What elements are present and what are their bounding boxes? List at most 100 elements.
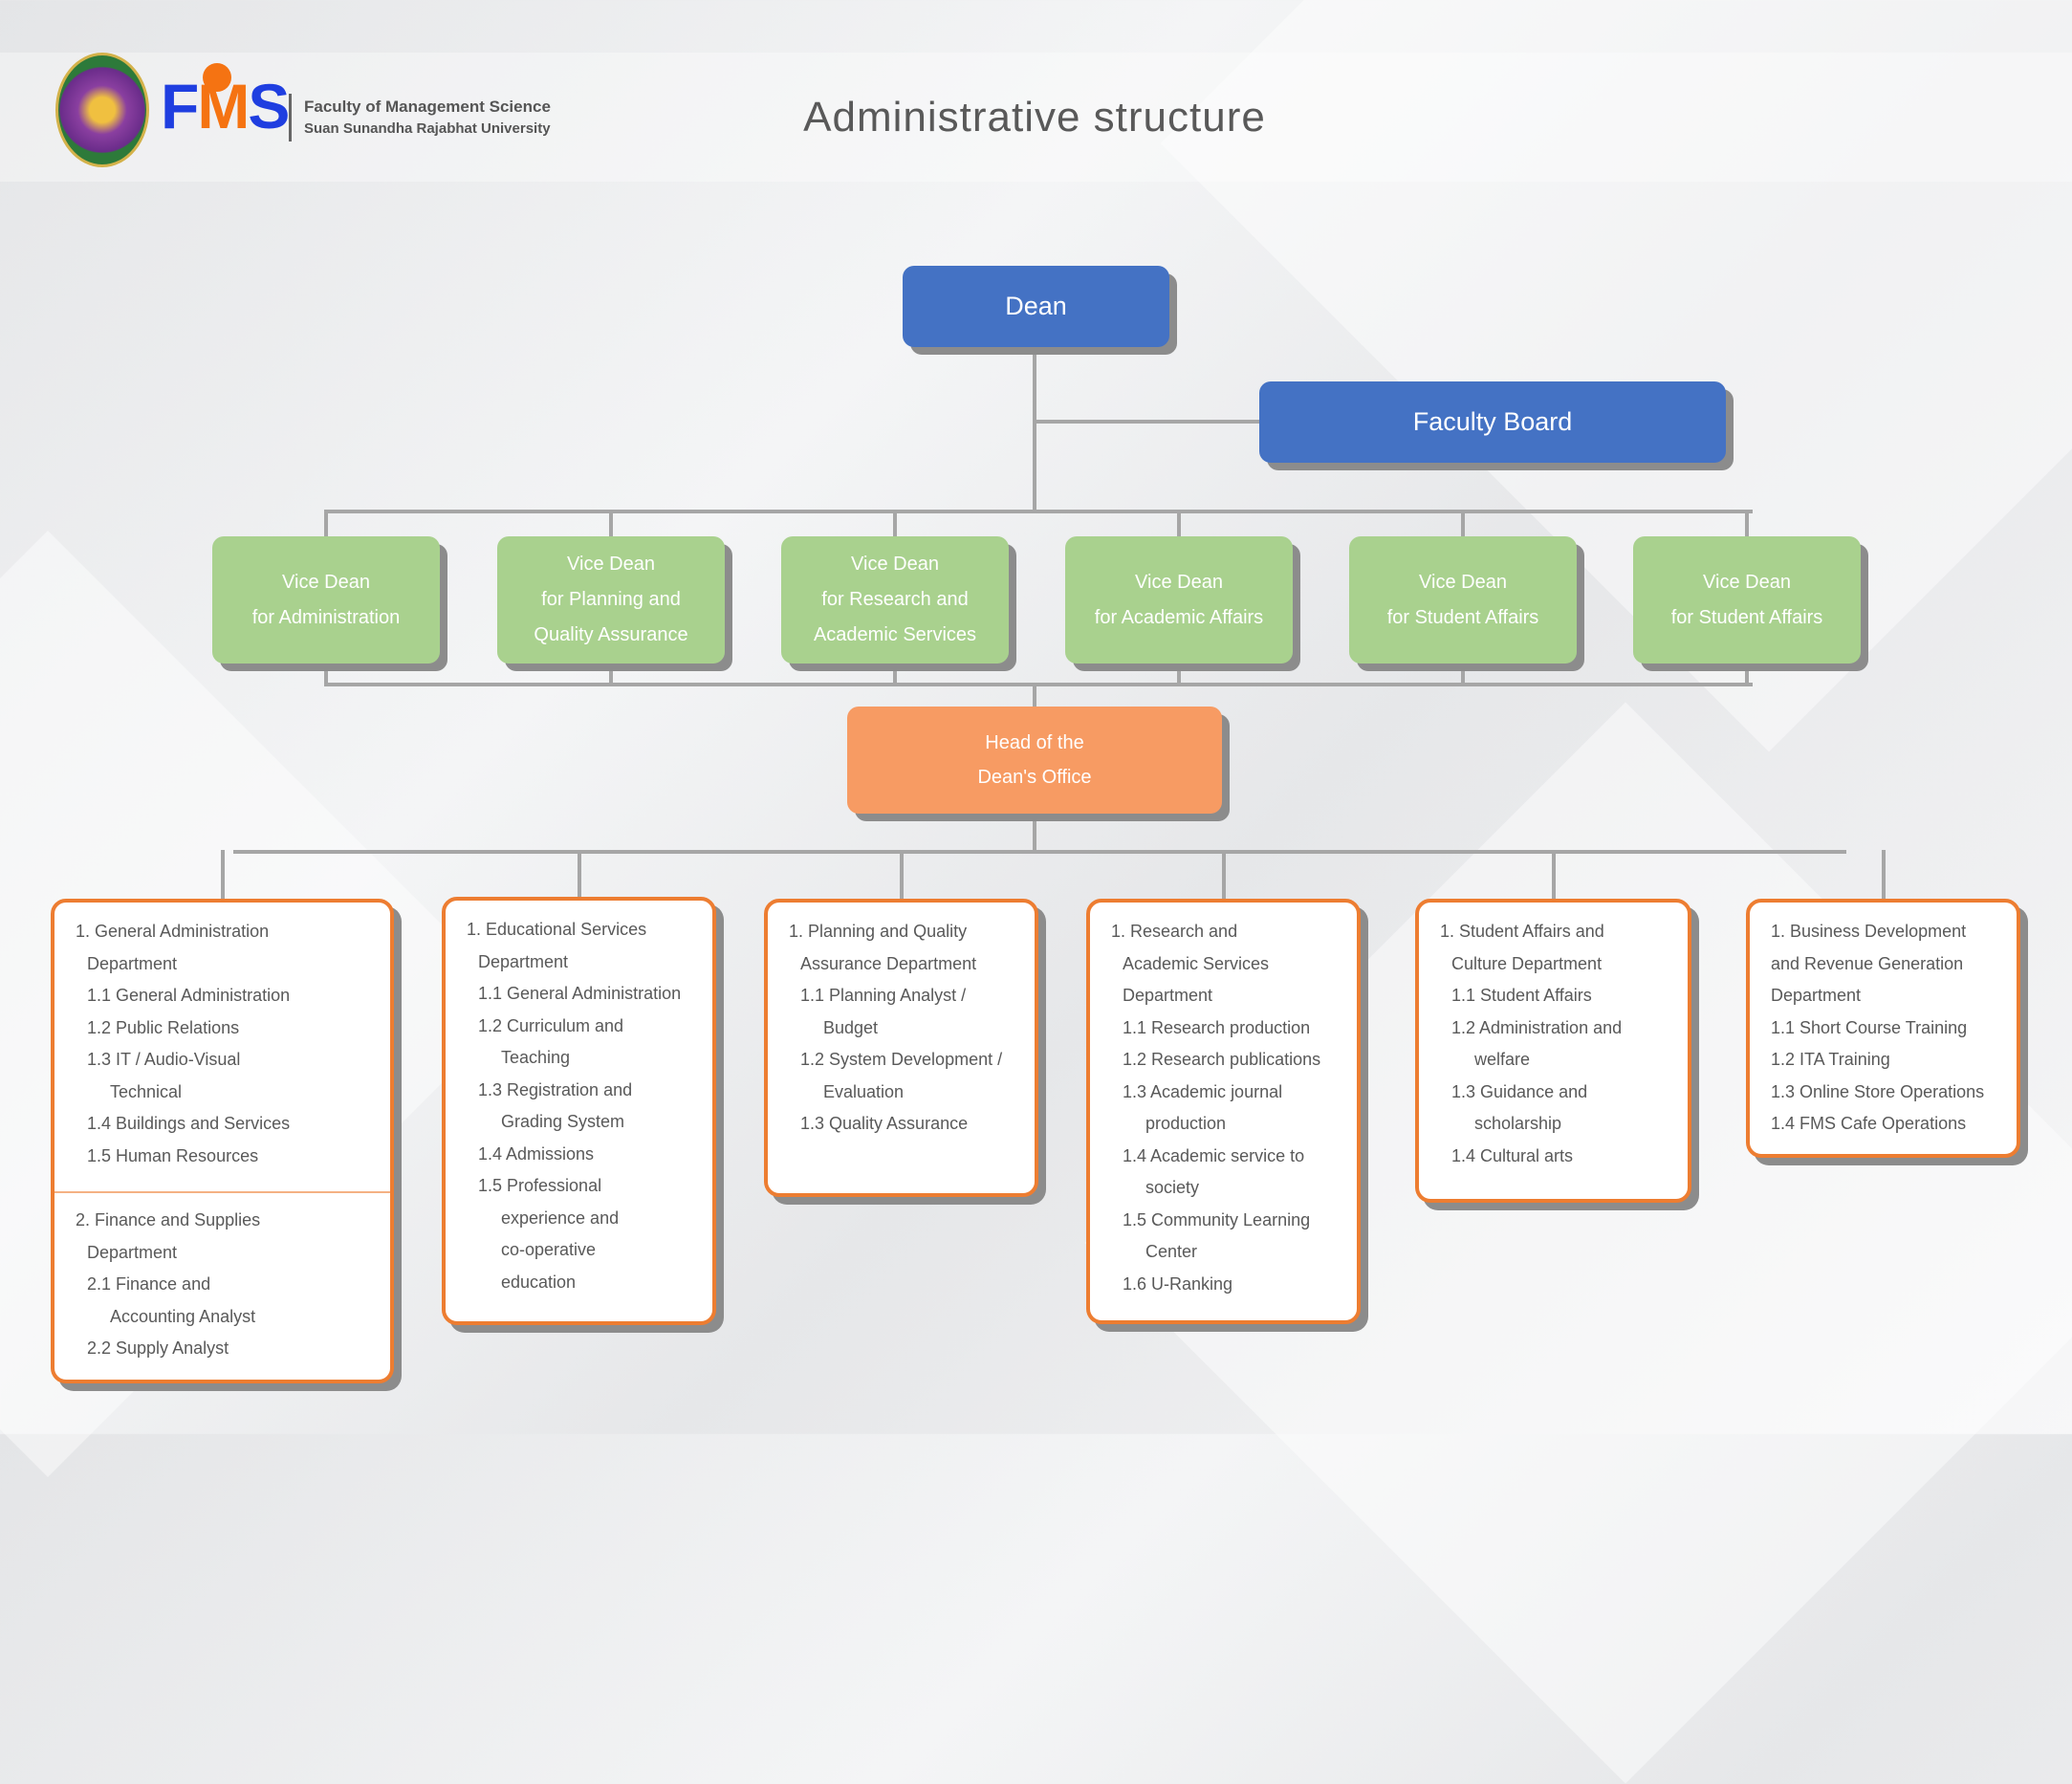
university-seal	[55, 53, 149, 167]
department-line: 1.3 Online Store Operations	[1771, 1081, 1985, 1101]
vice-dean-label: for Student Affairs	[1670, 606, 1823, 628]
department-line: 1.1 Research production	[1123, 1017, 1311, 1037]
connector	[1033, 814, 1036, 854]
department-line: 1.2 ITA Training	[1771, 1050, 1890, 1069]
department-line: Budget	[823, 1017, 879, 1037]
department-line: 1. Student Affairs and	[1440, 922, 1604, 941]
department-line: 1.3 Registration and	[478, 1079, 633, 1099]
connector	[1035, 420, 1264, 424]
department-line: 1. Educational Services	[467, 920, 647, 939]
head-of-deans-office-box: Head of the Dean's Office	[847, 707, 1222, 814]
vice-dean-label: Academic Services	[813, 624, 977, 645]
connector	[324, 510, 1753, 513]
department-line: 2.2 Supply Analyst	[87, 1338, 229, 1358]
department-line: 1. Planning and Quality	[789, 922, 968, 941]
department-line: 2. Finance and Supplies	[76, 1210, 261, 1229]
department-box: 1. Business Development and Revenue Gener…	[1746, 899, 2020, 1158]
department-line: Assurance Department	[800, 953, 977, 973]
connector	[577, 850, 581, 897]
department-line: 1.5 Human Resources	[87, 1145, 259, 1165]
vice-dean-label: for Administration	[251, 606, 401, 628]
connector	[1881, 850, 1886, 899]
department-line: 2.1 Finance and	[87, 1274, 211, 1294]
department-line: education	[501, 1272, 577, 1292]
department-line: Academic Services	[1123, 953, 1270, 973]
department-line: 1.4 Academic service to	[1123, 1145, 1305, 1165]
department-line: 1. General Administration	[76, 922, 270, 941]
department-line: Department	[87, 953, 178, 973]
vice-dean-label: for Planning and	[541, 589, 681, 610]
logo-divider	[289, 94, 292, 141]
department-line: 1.3 Guidance and	[1451, 1081, 1588, 1101]
department-line: Center	[1145, 1242, 1198, 1261]
department-line: 1.3 Quality Assurance	[800, 1114, 969, 1133]
faculty-name: Faculty of Management Science	[304, 98, 551, 116]
department-line: Culture Department	[1451, 953, 1603, 973]
department-line: experience and	[501, 1207, 620, 1228]
header-band	[0, 53, 2072, 182]
fms-logo: FMS	[161, 63, 290, 149]
faculty-board-box: Faculty Board	[1259, 381, 1726, 463]
section-divider	[55, 1191, 390, 1193]
department-line: 1.6 U-Ranking	[1123, 1273, 1233, 1294]
department-line: 1.5 Community Learning	[1123, 1209, 1311, 1229]
department-line: 1.4 FMS Cafe Operations	[1771, 1114, 1967, 1133]
department-line: 1.1 Student Affairs	[1451, 986, 1592, 1005]
department-line: 1. Business Development	[1771, 922, 1967, 941]
department-line: and Revenue Generation	[1771, 953, 1964, 973]
vice-dean-label: Vice Dean	[1703, 571, 1791, 593]
department-line: Teaching	[501, 1048, 571, 1067]
head-line: Head of the	[985, 732, 1084, 753]
department-line: 1.1 General Administration	[87, 986, 291, 1005]
page-title: Administrative structure	[803, 94, 1266, 141]
dean-box: Dean	[903, 266, 1169, 347]
vice-dean-box: Vice Dean for Student Affairs	[1633, 536, 1861, 664]
department-line: welfare	[1474, 1050, 1531, 1069]
department-line: 1.2 System Development /	[800, 1050, 1003, 1069]
university-name: Suan Sunandha Rajabhat University	[304, 120, 551, 137]
vice-dean-label: for Academic Affairs	[1094, 606, 1264, 628]
department-line: 1. Research and	[1111, 922, 1238, 941]
vice-dean-label: Vice Dean	[282, 571, 370, 593]
department-line: 1.1 General Administration	[478, 984, 682, 1003]
department-line: 1.5 Professional	[478, 1176, 602, 1195]
department-line: 1.4 Cultural arts	[1451, 1145, 1574, 1165]
department-line: 1.2 Public Relations	[87, 1017, 240, 1037]
department-line: 1.1 Short Course Training	[1771, 1017, 1968, 1037]
connector	[324, 683, 1753, 686]
department-line: Department	[1123, 986, 1213, 1005]
department-line: Department	[87, 1242, 178, 1262]
connector	[220, 850, 225, 899]
connector	[1551, 850, 1556, 899]
vice-dean-box: Vice Dean for Administration	[212, 536, 440, 664]
department-line: 1.4 Buildings and Services	[87, 1114, 291, 1133]
department-line: 1.3 IT / Audio-Visual	[87, 1050, 241, 1069]
department-line: Evaluation	[823, 1081, 905, 1101]
connector	[1033, 347, 1036, 513]
vice-dean-label: for Research and	[821, 589, 969, 610]
vice-dean-label: Vice Dean	[1135, 571, 1223, 593]
connector	[1221, 850, 1226, 899]
department-line: 1.2 Administration and	[1451, 1017, 1623, 1037]
department-line: 1.2 Curriculum and	[478, 1015, 624, 1035]
vice-dean-box: Vice Dean for Academic Affairs	[1065, 536, 1293, 664]
connector	[1033, 685, 1036, 708]
department-line: Department	[1771, 986, 1862, 1005]
department-line: 1.1 Planning Analyst /	[800, 986, 967, 1005]
vice-dean-label: Vice Dean	[851, 554, 939, 575]
department-line: Accounting Analyst	[110, 1306, 256, 1326]
department-line: co-operative	[501, 1240, 597, 1259]
department-line: 1.2 Research publications	[1123, 1050, 1321, 1069]
connector	[233, 850, 1846, 854]
department-line: 1.3 Academic journal	[1123, 1081, 1283, 1101]
vice-dean-label: for Student Affairs	[1386, 606, 1539, 628]
department-line: 1.4 Admissions	[478, 1143, 595, 1164]
